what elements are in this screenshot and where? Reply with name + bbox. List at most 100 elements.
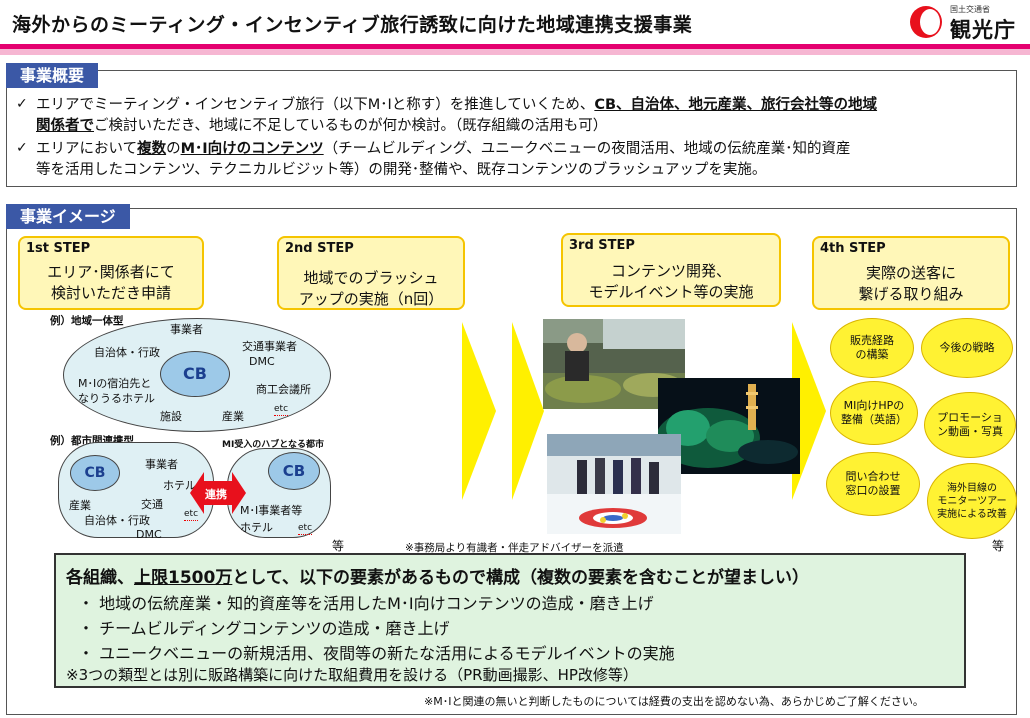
logo-circle-icon — [910, 6, 942, 38]
diagram-2-cb-left: CB — [70, 455, 120, 491]
overview-line-2a: 関係者で — [36, 118, 94, 134]
overview-line-3b: 複数 — [137, 141, 167, 157]
step-1-title: 1st STEP — [26, 241, 91, 256]
step-3-title: 3rd STEP — [569, 238, 635, 253]
overview-box — [6, 70, 1017, 187]
bubble-line: MI向けHPの — [843, 399, 905, 412]
page-header: 海外からのミーティング・インセンティブ旅行誘致に向けた地域連携支援事業 国土交通… — [0, 0, 1030, 44]
bubble-tail: 等 — [992, 539, 1005, 553]
overview-line-3: エリアにおいて複数のM･I向けのコンテンツ（チームビルディング、ユニークベニュー… — [36, 139, 850, 159]
step-2-line2: アップの実施（n回） — [298, 290, 444, 308]
diagram-2-cb-right: CB — [268, 452, 320, 490]
step-2-line1: 地域でのブラッシュ — [303, 269, 439, 287]
image-label: 事業イメージ — [6, 204, 130, 229]
step-4-title: 4th STEP — [820, 241, 886, 256]
overview-line-2: 関係者でご検討いただき、地域に不足しているものが何か検討。（既存組織の活用も可） — [36, 116, 607, 136]
overview-line-2b: ご検討いただき、地域に不足しているものが何か検討。（既存組織の活用も可） — [94, 118, 608, 134]
advisor-note: ※事務局より有識者・伴走アドバイザーを派遣 — [405, 542, 624, 554]
diagram-2-item: M･I事業者等 — [240, 504, 303, 517]
diagram-2-item: ホテル — [240, 521, 273, 534]
overview-line-3c: の — [166, 141, 181, 157]
summary-note: ※3つの類型とは別に販路構築に向けた取組費用を設ける（PR動画撮影、HP改修等） — [66, 666, 638, 684]
overview-line-3e: （チームビルディング、ユニークベニューの夜間活用、地域の伝統産業･知的資産 — [323, 141, 851, 157]
flow-arrow-icon — [792, 322, 826, 500]
diagram-2-etc-left: etc — [184, 509, 199, 521]
diagram-2-item: DMC — [136, 528, 162, 541]
diagram-2-tail: 等 — [332, 539, 345, 553]
overview-line-3a: エリアにおいて — [36, 141, 138, 157]
diagram-1-item: 産業 — [222, 410, 244, 423]
flow-arrow-icon — [512, 322, 544, 500]
step-3-box: 3rd STEP コンテンツ開発、 モデルイベント等の実施 — [561, 233, 781, 307]
bubble-monitor-tour: 海外目線のモニターツアー実施による改善 — [927, 463, 1017, 539]
bubble-future-strategy: 今後の戦略 — [921, 318, 1013, 378]
summary-item: ・ ユニークベニューの新規活用、夜間等の新たな活用によるモデルイベントの実施 — [78, 644, 675, 663]
bubble-line: 問い合わせ — [845, 470, 901, 483]
diagram-1-item: 事業者 — [170, 323, 203, 336]
step-4-box: 4th STEP 実際の送客に 繋げる取り組み — [812, 236, 1010, 310]
diagram-1-item: 施設 — [160, 410, 182, 423]
logo-ministry: 国土交通省 — [950, 5, 990, 14]
step-1-box: 1st STEP エリア･関係者にて 検討いただき申請 — [18, 236, 204, 310]
bubble-contact-desk: 問い合わせ窓口の設置 — [826, 452, 920, 516]
photo-night-venue — [658, 378, 800, 474]
step-1-line1: エリア･関係者にて — [47, 263, 175, 281]
summary-heading: 各組織、上限1500万として、以下の要素があるもので構成（複数の要素を含むことが… — [66, 563, 809, 588]
footer-note: ※M･Iと関連の無いと判断したものについては経費の支出を認めない為、あらかじめご… — [424, 695, 924, 708]
step-4-line1: 実際の送客に — [865, 264, 956, 282]
diagram-1-item: なりうるホテル — [78, 392, 155, 405]
diagram-2-item: ホテル — [163, 479, 196, 492]
summary-heading-a: 各組織、 — [66, 568, 134, 588]
bubble-promotion: プロモーション動画・写真 — [924, 392, 1016, 458]
overview-line-1b: CB、自治体、地元産業、旅行会社等の地域 — [594, 97, 878, 113]
bubble-line: ン動画・写真 — [937, 425, 1003, 438]
check-icon: ✓ — [16, 96, 28, 112]
summary-item: ・ チームビルディングコンテンツの造成・磨き上げ — [78, 619, 450, 638]
overview-line-1a: エリアでミーティング・インセンティブ旅行（以下M･Iと称す）を推進していくため、 — [36, 97, 595, 113]
overview-line-3d: M･I向けのコンテンツ — [180, 141, 324, 157]
link-label: 連携 — [205, 488, 227, 501]
summary-heading-c: として、以下の要素があるもので構成（複数の要素を含むことが望ましい） — [232, 568, 809, 588]
diagram-2-item: 産業 — [69, 499, 91, 512]
diagram-1-item: 交通事業者 — [242, 340, 297, 353]
diagram-2-etc-right: etc — [298, 523, 313, 535]
diagram-1-cb: CB — [160, 351, 230, 397]
bubble-line: プロモーショ — [937, 411, 1003, 424]
step-1-line2: 検討いただき申請 — [50, 284, 171, 302]
diagram-1-label: 例）地域一体型 — [50, 315, 124, 327]
bubble-line: 窓口の設置 — [845, 484, 901, 497]
page-title: 海外からのミーティング・インセンティブ旅行誘致に向けた地域連携支援事業 — [12, 14, 693, 36]
header-accent-bar-light — [0, 49, 1030, 55]
diagram-2-item: 事業者 — [145, 458, 178, 471]
overview-label: 事業概要 — [6, 63, 99, 88]
diagram-1-item: 自治体・行政 — [94, 346, 160, 359]
summary-box: 各組織、上限1500万として、以下の要素があるもので構成（複数の要素を含むことが… — [54, 553, 966, 688]
diagram-1-etc: etc — [274, 404, 289, 416]
step-3-line2: モデルイベント等の実施 — [588, 283, 754, 301]
bubble-line: 販売経路 — [850, 334, 894, 347]
diagram-2-item: 交通 — [141, 498, 163, 511]
diagram-1-item: M･Iの宿泊先と — [78, 377, 152, 390]
diagram-2-hub-label: MI受入のハブとなる都市 — [222, 440, 325, 450]
step-4-line2: 繋げる取り組み — [858, 285, 964, 303]
overview-line-1: エリアでミーティング・インセンティブ旅行（以下M･Iと称す）を推進していくため、… — [36, 95, 877, 115]
photo-team-building — [547, 434, 681, 534]
summary-heading-limit: 上限1500万 — [134, 568, 233, 588]
bubble-line: の構築 — [855, 348, 889, 361]
diagram-1-item: DMC — [249, 355, 275, 368]
photo-team-building-image — [547, 434, 681, 534]
bubble-line: 整備（英語） — [841, 413, 907, 426]
bubble-line: 実施による改善 — [937, 508, 1007, 520]
step-2-title: 2nd STEP — [285, 241, 354, 256]
step-2-box: 2nd STEP 地域でのブラッシュ アップの実施（n回） — [277, 236, 465, 310]
flow-arrow-icon — [462, 322, 496, 500]
check-icon: ✓ — [16, 140, 28, 156]
diagram-1-item: 商工会議所 — [256, 383, 311, 396]
bubble-line: 海外目線の — [946, 482, 997, 494]
photo-night-venue-image — [658, 378, 800, 474]
link-arrow-icon — [190, 472, 246, 514]
bubble-sales-channel: 販売経路の構築 — [830, 318, 914, 378]
overview-line-4: 等を活用したコンテンツ、テクニカルビジット等）の開発･整備や、既存コンテンツのブ… — [36, 162, 767, 178]
step-3-line1: コンテンツ開発、 — [610, 262, 731, 280]
jta-logo: 国土交通省 観光庁 — [910, 4, 1020, 42]
